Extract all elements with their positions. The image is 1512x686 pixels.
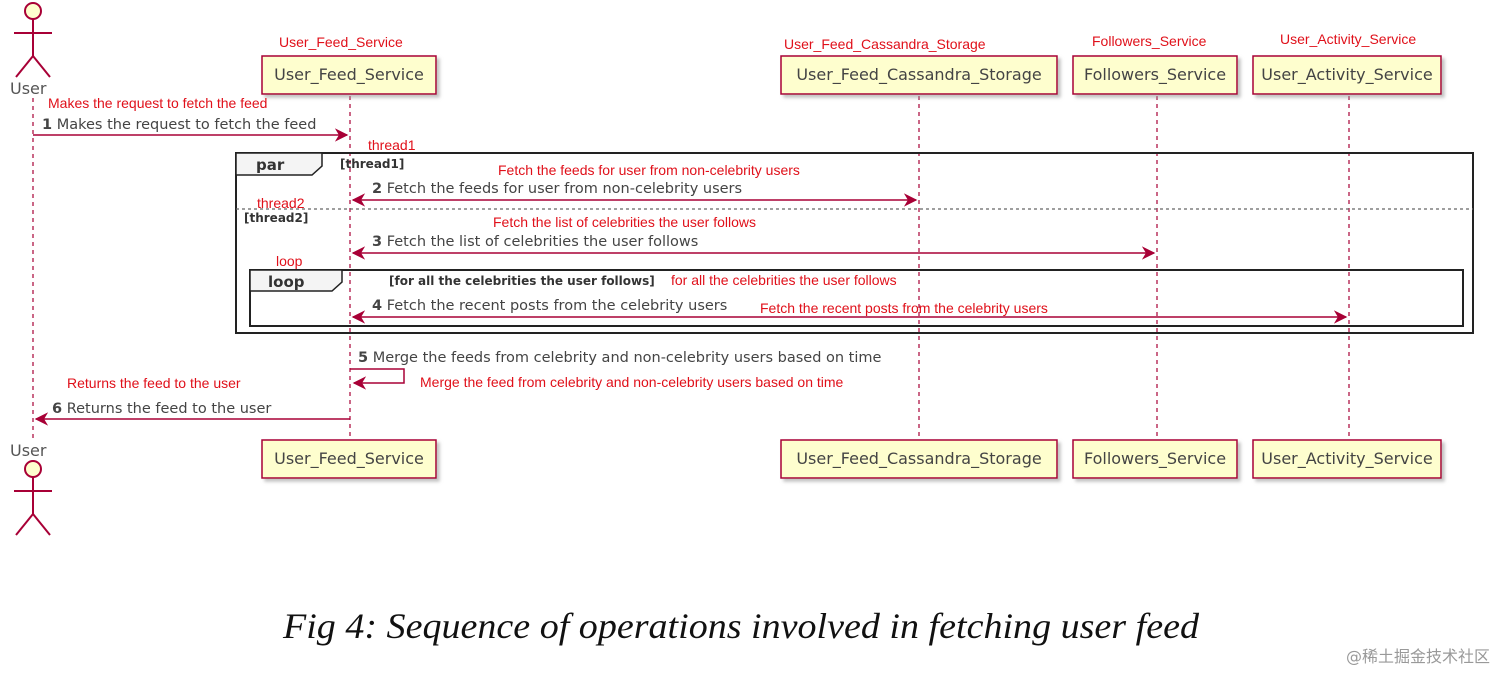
annotation-message-3: Fetch the list of celebrities the user f… bbox=[493, 214, 756, 230]
par-thread2-condition: [thread2] bbox=[244, 211, 308, 225]
message-6-label: 6 Returns the feed to the user bbox=[52, 401, 271, 417]
annotation-loop: loop bbox=[276, 253, 303, 269]
participant-followers-bottom: Followers_Service bbox=[1072, 439, 1238, 479]
annotation-message-6: Returns the feed to the user bbox=[67, 375, 241, 391]
annotation-message-1: Makes the request to fetch the feed bbox=[48, 95, 267, 111]
participant-activity-top-label: User_Activity_Service bbox=[1261, 65, 1432, 85]
annotation-followers: Followers_Service bbox=[1092, 33, 1207, 49]
annotation-thread2: thread2 bbox=[257, 195, 305, 211]
message-5-label: 5 Merge the feeds from celebrity and non… bbox=[358, 350, 882, 366]
participant-feed-service-top: User_Feed_Service bbox=[261, 55, 437, 95]
participant-activity-bottom-label: User_Activity_Service bbox=[1261, 449, 1432, 469]
message-5-arrow bbox=[350, 368, 405, 390]
actor-user-bottom-label: User bbox=[10, 441, 47, 460]
message-1-label: 1 Makes the request to fetch the feed bbox=[42, 117, 316, 133]
participant-cassandra-bottom-label: User_Feed_Cassandra_Storage bbox=[796, 449, 1041, 469]
loop-condition: [for all the celebrities the user follow… bbox=[389, 274, 655, 288]
annotation-loop-condition: for all the celebrities the user follows bbox=[671, 272, 897, 288]
participant-feed-service-bottom: User_Feed_Service bbox=[261, 439, 437, 479]
participant-feed-service-bottom-label: User_Feed_Service bbox=[274, 449, 424, 469]
actor-user-bottom bbox=[14, 460, 52, 536]
participant-cassandra-bottom: User_Feed_Cassandra_Storage bbox=[780, 439, 1058, 479]
participant-activity-top: User_Activity_Service bbox=[1252, 55, 1442, 95]
loop-keyword: loop bbox=[268, 273, 305, 291]
annotations: User_Feed_Service User_Feed_Cassandra_St… bbox=[48, 31, 1416, 391]
par-keyword: par bbox=[256, 156, 285, 174]
participant-activity-bottom: User_Activity_Service bbox=[1252, 439, 1442, 479]
participant-feed-service-top-label: User_Feed_Service bbox=[274, 65, 424, 85]
participant-followers-top: Followers_Service bbox=[1072, 55, 1238, 95]
annotation-cassandra: User_Feed_Cassandra_Storage bbox=[784, 36, 986, 52]
annotation-activity: User_Activity_Service bbox=[1280, 31, 1416, 47]
message-4-label: 4 Fetch the recent posts from the celebr… bbox=[372, 298, 727, 314]
actor-user-top bbox=[14, 2, 52, 78]
annotation-feed-service: User_Feed_Service bbox=[279, 34, 403, 50]
participant-followers-bottom-label: Followers_Service bbox=[1084, 449, 1226, 469]
annotation-message-4: Fetch the recent posts from the celebrit… bbox=[760, 300, 1048, 316]
annotation-thread1: thread1 bbox=[368, 137, 416, 153]
par-thread1-condition: [thread1] bbox=[340, 157, 404, 171]
loop-frame: loop [for all the celebrities the user f… bbox=[249, 269, 1464, 327]
watermark: @稀土掘金技术社区 bbox=[1346, 647, 1490, 666]
participant-cassandra-top-label: User_Feed_Cassandra_Storage bbox=[796, 65, 1041, 85]
message-2-label: 2 Fetch the feeds for user from non-cele… bbox=[372, 181, 742, 197]
par-frame: par [thread1] [thread2] bbox=[235, 152, 1474, 334]
message-3-label: 3 Fetch the list of celebrities the user… bbox=[372, 234, 698, 250]
figure-caption: Fig 4: Sequence of operations involved i… bbox=[282, 606, 1200, 646]
actor-user-top-label: User bbox=[10, 79, 47, 98]
participant-followers-top-label: Followers_Service bbox=[1084, 65, 1226, 85]
participant-cassandra-top: User_Feed_Cassandra_Storage bbox=[780, 55, 1058, 95]
annotation-message-2: Fetch the feeds for user from non-celebr… bbox=[498, 162, 800, 178]
annotation-message-5: Merge the feed from celebrity and non-ce… bbox=[420, 374, 844, 390]
